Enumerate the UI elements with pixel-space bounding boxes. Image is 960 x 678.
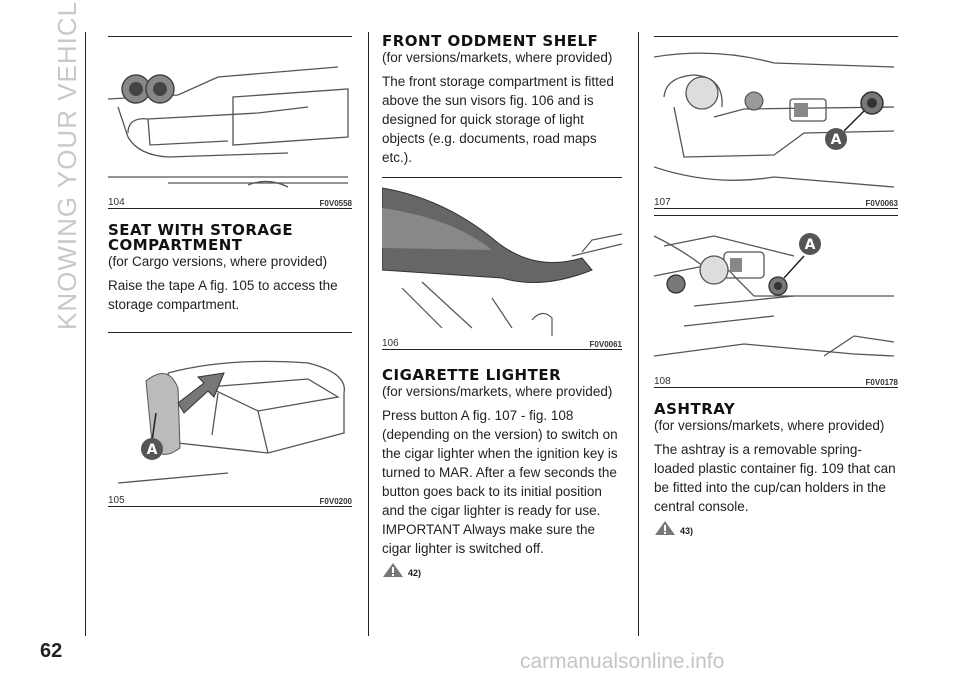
shelf-section-subtitle: (for versions/markets, where provided) — [382, 50, 613, 65]
figure-107: A 107 F0V0063 — [654, 36, 898, 209]
lighter-section-title: CIGARETTE LIGHTER — [382, 366, 562, 384]
figure-105-label-a: A — [147, 442, 158, 458]
ashtray-section-title: ASHTRAY — [654, 400, 736, 418]
figure-105: A 105 F0V0200 — [108, 332, 352, 507]
figure-number: 105 — [108, 495, 125, 506]
seat-section-title-line2: COMPARTMENT — [108, 236, 243, 254]
warning-reference: 43) — [680, 526, 694, 536]
figure-106: 106 F0V0061 — [382, 177, 622, 350]
figure-code: F0V0178 — [865, 378, 898, 387]
column-1: 104 F0V0558 SEAT WITH STORAGE COMPARTMEN… — [108, 28, 352, 507]
figure-code: F0V0061 — [589, 340, 622, 349]
figure-code: F0V0200 — [319, 497, 352, 506]
figure-106-caption: 106 F0V0061 — [382, 336, 622, 349]
ashtray-section-subtitle: (for versions/markets, where provided) — [654, 418, 885, 433]
figure-104-caption: 104 F0V0558 — [108, 195, 352, 208]
page-number: 62 — [40, 640, 63, 662]
column-2: FRONT ODDMENT SHELF (for versions/market… — [382, 28, 622, 578]
figure-108: A 108 F0V0178 — [654, 215, 898, 388]
seat-section-subtitle: (for Cargo versions, where provided) — [108, 254, 328, 269]
figure-108-label-a: A — [805, 237, 816, 253]
seat-section: SEAT WITH STORAGE COMPARTMENT (for Cargo… — [108, 223, 352, 314]
figure-number: 107 — [654, 197, 671, 208]
shelf-section-body: The front storage compartment is fitted … — [382, 74, 614, 165]
figure-104-illustration — [108, 66, 349, 188]
lighter-section-subtitle: (for versions/markets, where provided) — [382, 384, 613, 399]
lighter-section-body: Press button A fig. 107 - fig. 108 (depe… — [382, 408, 618, 518]
figure-108-illustration: A — [654, 233, 895, 357]
warning-reference: 42) — [408, 568, 422, 578]
figure-104: 104 F0V0558 — [108, 36, 352, 209]
lighter-section: CIGARETTE LIGHTER (for versions/markets,… — [382, 366, 622, 579]
column-divider-1 — [368, 32, 369, 636]
figure-108-caption: 108 F0V0178 — [654, 374, 898, 387]
warning-icon — [383, 563, 403, 577]
figure-code: F0V0063 — [865, 199, 898, 208]
figure-107-caption: 107 F0V0063 — [654, 195, 898, 208]
footer-watermark: carmanualsonline.info — [520, 650, 725, 673]
figure-107-label-a: A — [831, 132, 842, 148]
figure-number: 106 — [382, 338, 399, 349]
figure-106-illustration — [382, 187, 622, 336]
lighter-section-important: IMPORTANT Always make sure the cigar lig… — [382, 522, 596, 556]
left-margin-rule — [85, 32, 86, 636]
ashtray-section-body: The ashtray is a removable spring-loaded… — [654, 442, 896, 514]
figure-107-illustration: A — [654, 52, 895, 188]
figure-number: 104 — [108, 197, 125, 208]
section-side-title: KNOWING YOUR VEHICLE — [52, 0, 82, 330]
warning-icon — [655, 521, 675, 535]
column-divider-2 — [638, 32, 639, 636]
seat-section-body: Raise the tape A fig. 105 to access the … — [108, 278, 338, 312]
figure-105-illustration: A — [117, 360, 345, 484]
figure-number: 108 — [654, 376, 671, 387]
seat-section-title-line1: SEAT WITH STORAGE — [108, 221, 294, 239]
shelf-section-title: FRONT ODDMENT SHELF — [382, 32, 599, 50]
ashtray-section: ASHTRAY (for versions/markets, where pro… — [654, 400, 898, 537]
figure-code: F0V0558 — [319, 199, 352, 208]
column-3: A 107 F0V0063 A — [654, 28, 898, 536]
figure-105-caption: 105 F0V0200 — [108, 493, 352, 506]
shelf-section: FRONT ODDMENT SHELF (for versions/market… — [382, 34, 622, 167]
ashtray-warning: 43) — [654, 520, 898, 536]
lighter-warning: 42) — [382, 562, 622, 578]
